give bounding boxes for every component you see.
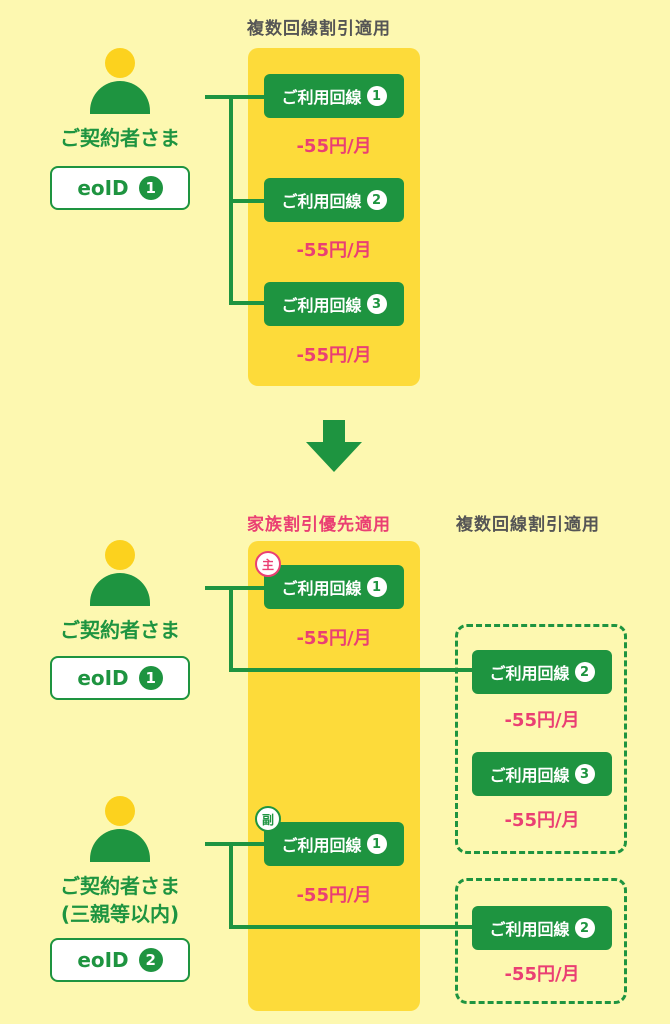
line-number-icon: 3 — [366, 294, 387, 314]
connector-line — [205, 586, 265, 590]
line-number-icon: 1 — [366, 86, 387, 106]
line-price: -55円/月 — [504, 964, 580, 985]
line-price: -55円/月 — [296, 136, 372, 157]
connector-line — [205, 842, 265, 846]
usage-line-1: ご利用回線 1 — [264, 74, 404, 118]
usage-line-label: ご利用回線 — [281, 296, 362, 315]
connector-line — [229, 668, 474, 672]
person-icon — [90, 48, 150, 114]
eoid-number-icon: 1 — [138, 176, 163, 200]
line-price: -55円/月 — [296, 885, 372, 906]
top-multi-line-discount-heading: 複数回線割引適用 — [247, 19, 391, 39]
connector-line — [229, 301, 265, 305]
sub-multi-usage-line-2: ご利用回線 2 — [472, 906, 612, 950]
sub-family-usage-line: ご利用回線 1 — [264, 822, 404, 866]
line-number-icon: 3 — [574, 764, 595, 784]
family-discount-heading: 家族割引優先適用 — [247, 515, 391, 535]
eoid-label: eoID — [77, 666, 129, 690]
main-eoid-box: eoID 1 — [50, 656, 190, 700]
connector-line — [229, 925, 474, 929]
usage-line-2: ご利用回線 2 — [264, 178, 404, 222]
line-price: -55円/月 — [296, 240, 372, 261]
family-discount-band — [248, 541, 420, 1011]
eoid-number-icon: 1 — [138, 666, 163, 690]
usage-line-label: ご利用回線 — [489, 920, 570, 939]
sub-eoid-box: eoID 2 — [50, 938, 190, 982]
main-contractor-label: ご契約者さま — [60, 618, 180, 642]
usage-line-label: ご利用回線 — [281, 88, 362, 107]
usage-line-label: ご利用回線 — [489, 664, 570, 683]
main-multi-usage-line-3: ご利用回線 3 — [472, 752, 612, 796]
sub-badge-icon: 副 — [255, 806, 281, 832]
bottom-multi-line-discount-heading: 複数回線割引適用 — [456, 515, 600, 535]
usage-line-label: ご利用回線 — [281, 192, 362, 211]
line-number-icon: 2 — [574, 918, 595, 938]
usage-line-3: ご利用回線 3 — [264, 282, 404, 326]
connector-line — [205, 95, 265, 99]
main-multi-usage-line-2: ご利用回線 2 — [472, 650, 612, 694]
eoid-label: eoID — [77, 948, 129, 972]
line-price: -55円/月 — [504, 810, 580, 831]
down-arrow-icon — [306, 420, 362, 472]
line-price: -55円/月 — [296, 628, 372, 649]
line-price: -55円/月 — [504, 710, 580, 731]
eoid-label: eoID — [77, 176, 129, 200]
person-icon — [90, 540, 150, 606]
top-eoid-box: eoID 1 — [50, 166, 190, 210]
eoid-number-icon: 2 — [138, 948, 163, 972]
main-badge-icon: 主 — [255, 551, 281, 577]
usage-line-label: ご利用回線 — [489, 766, 570, 785]
sub-contractor-note: (三親等以内) — [60, 902, 180, 926]
connector-line — [229, 842, 233, 928]
usage-line-label: ご利用回線 — [281, 836, 362, 855]
top-contractor-label: ご契約者さま — [60, 126, 180, 150]
line-number-icon: 1 — [366, 834, 387, 854]
line-price: -55円/月 — [296, 345, 372, 366]
line-number-icon: 1 — [366, 577, 387, 597]
person-icon — [90, 796, 150, 862]
line-number-icon: 2 — [574, 662, 595, 682]
multi-line-group-sub — [455, 878, 627, 1004]
multi-line-group-main — [455, 624, 627, 854]
main-family-usage-line: ご利用回線 1 — [264, 565, 404, 609]
line-number-icon: 2 — [366, 190, 387, 210]
usage-line-label: ご利用回線 — [281, 579, 362, 598]
connector-line — [229, 199, 265, 203]
connector-line — [229, 586, 233, 671]
sub-contractor-label: ご契約者さま — [60, 874, 180, 898]
